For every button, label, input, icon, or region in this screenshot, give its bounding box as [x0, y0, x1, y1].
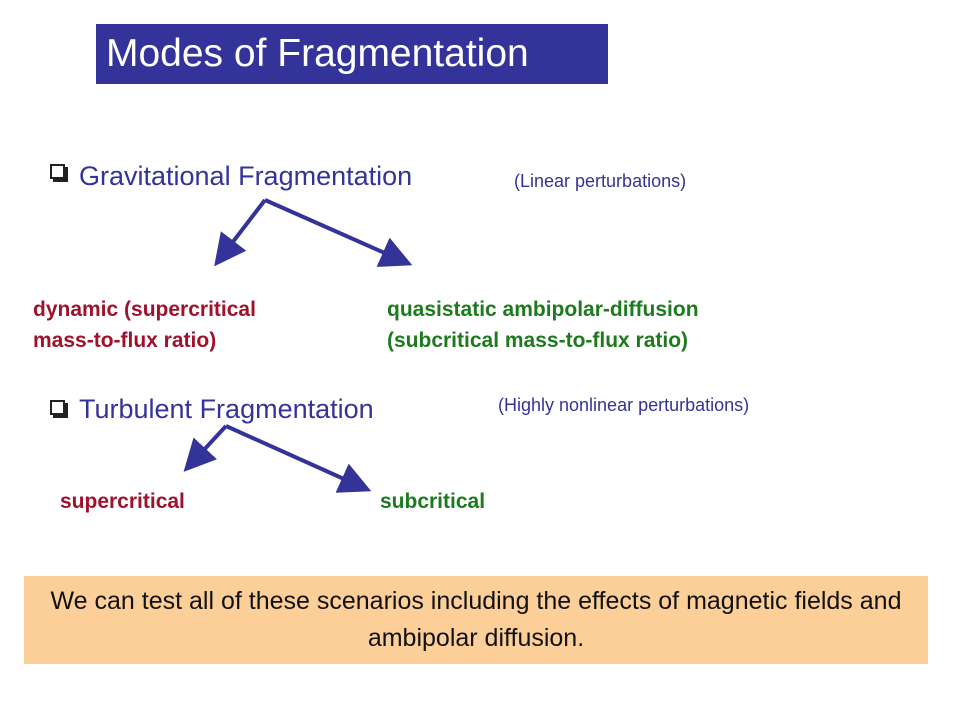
- dynamic-label-line2: mass-to-flux ratio): [33, 329, 217, 352]
- title-bar: [96, 24, 608, 84]
- square-bullet-icon: [50, 400, 68, 418]
- slide-title: Modes of Fragmentation: [106, 32, 529, 75]
- turbulent-heading: Turbulent Fragmentation: [79, 394, 374, 424]
- quasistatic-label-line1: quasistatic ambipolar-diffusion: [387, 298, 699, 321]
- dynamic-label-line1: dynamic (supercritical: [33, 298, 256, 321]
- quasistatic-label-line2: (subcritical mass-to-flux ratio): [387, 329, 689, 352]
- subcritical-label: subcritical: [380, 490, 486, 513]
- summary-box: [24, 576, 928, 664]
- gravitational-note: (Linear perturbations): [514, 171, 687, 191]
- arrow-to-dynamic: [214, 198, 267, 267]
- square-bullet-icon: [50, 164, 68, 182]
- arrow-to-subcritical: [225, 424, 372, 493]
- arrow-to-supercritical: [183, 424, 228, 472]
- supercritical-label: supercritical: [60, 490, 185, 513]
- arrow-to-quasistatic: [264, 198, 413, 267]
- gravitational-heading: Gravitational Fragmentation: [79, 161, 413, 191]
- turbulent-note: (Highly nonlinear perturbations): [498, 395, 750, 415]
- summary-text: We can test all of these scenarios inclu…: [50, 587, 902, 652]
